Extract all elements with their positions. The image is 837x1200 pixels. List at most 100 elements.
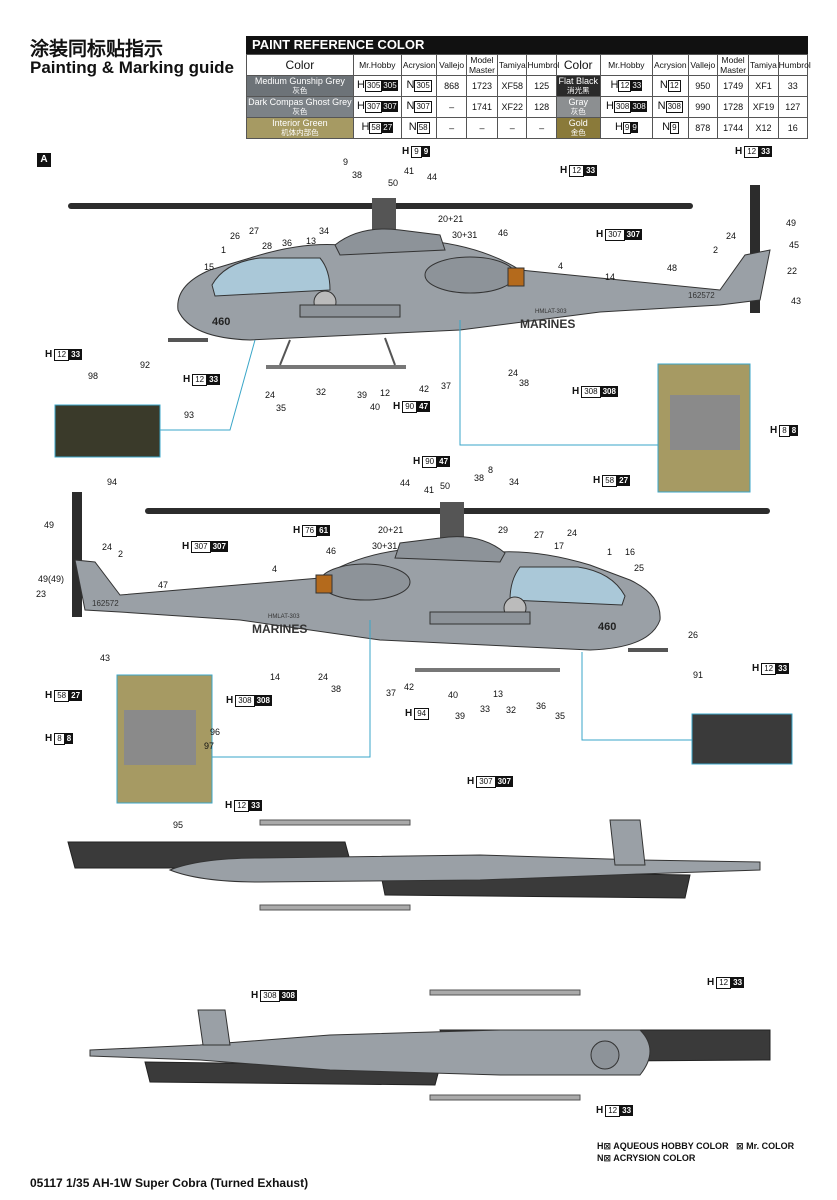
part-number: 35 [555, 711, 566, 721]
page-title-en: Painting & Marking guide [30, 58, 235, 77]
part-number: 50 [388, 178, 399, 188]
part-number: 34 [319, 226, 330, 236]
serial-top: 162572 [688, 291, 715, 300]
part-number: 12 [380, 388, 391, 398]
legend-acrysion: ACRYSION COLOR [613, 1153, 696, 1163]
inset-cockpit-top [54, 404, 161, 458]
bottom-view [89, 989, 771, 1101]
part-number: 37 [441, 381, 452, 391]
part-number: 46 [326, 546, 337, 556]
part-number: 98 [88, 371, 99, 381]
part-number: 9 [343, 157, 349, 167]
part-number: 8 [488, 465, 494, 475]
serial-mid: 162572 [92, 599, 119, 608]
part-number: 28 [262, 241, 273, 251]
part-number: 43 [100, 653, 111, 663]
part-number: 24 [318, 672, 329, 682]
canopy-mid [509, 566, 626, 606]
part-number: 93 [184, 410, 195, 420]
modelmaster-cell: 1744 [716, 117, 750, 139]
part-number: 17 [554, 541, 565, 551]
part-number: 46 [498, 228, 509, 238]
tamiya-cell: X12 [748, 117, 779, 139]
top-view [67, 819, 761, 911]
part-number: 32 [506, 705, 517, 715]
exhaust-top [507, 267, 525, 287]
part-number: 97 [204, 741, 215, 751]
marines-text-mid: MARINES [252, 622, 307, 636]
part-number: 34 [509, 477, 520, 487]
part-number: 30+31 [372, 541, 398, 551]
part-number: 27 [249, 226, 260, 236]
col-modelmaster-right: Model Master [716, 54, 750, 76]
unit-text-mid: HMLAT-303 [268, 614, 300, 620]
part-number: 94 [107, 477, 118, 487]
nose-number-mid: 460 [598, 621, 616, 633]
humbrol-cell: – [526, 117, 557, 139]
part-number: 24 [265, 390, 276, 400]
skid-top [266, 365, 406, 369]
part-number: 95 [173, 820, 184, 830]
part-number: 25 [634, 563, 645, 573]
legend-mr-color: Mr. COLOR [746, 1141, 795, 1151]
part-number: 41 [424, 485, 435, 495]
legend-aqueous: AQUEOUS HOBBY COLOR [613, 1141, 729, 1151]
paint-reference-table: PAINT REFERENCE COLOR Color Mr.Hobby Acr… [246, 36, 811, 139]
part-number: 49(49) [38, 574, 65, 584]
part-number: 26 [230, 231, 241, 241]
part-number: 44 [400, 478, 411, 488]
part-number: 96 [210, 727, 221, 737]
part-number: 39 [357, 390, 368, 400]
part-number: 37 [386, 688, 397, 698]
col-humbrol-left: Humbrol [526, 54, 560, 76]
part-number: 24 [102, 542, 113, 552]
part-number: 24 [726, 231, 737, 241]
part-number: 91 [693, 670, 704, 680]
part-number: 20+21 [438, 214, 464, 224]
part-number: 13 [306, 236, 317, 246]
part-number: 16 [625, 547, 636, 557]
part-number: 2 [713, 245, 719, 255]
part-number: 50 [440, 481, 451, 491]
part-number: 39 [455, 711, 466, 721]
part-number: 4 [272, 564, 278, 574]
legend-n-mark: N⊠ [597, 1153, 614, 1163]
part-number: 13 [493, 689, 504, 699]
part-number: 14 [605, 272, 616, 282]
part-number: 33 [480, 704, 491, 714]
part-number: 1 [607, 547, 613, 557]
marines-text-top: MARINES [520, 317, 575, 331]
part-number: 29 [498, 525, 509, 535]
paint-table-grid: Color Mr.Hobby Acrysion Vallejo Model Ma… [246, 54, 811, 139]
part-number: 27 [534, 530, 545, 540]
part-number: 44 [427, 172, 438, 182]
part-number: 26 [688, 630, 699, 640]
part-number: 40 [448, 690, 459, 700]
part-number: 43 [791, 296, 802, 306]
exhaust-mid [315, 574, 333, 594]
